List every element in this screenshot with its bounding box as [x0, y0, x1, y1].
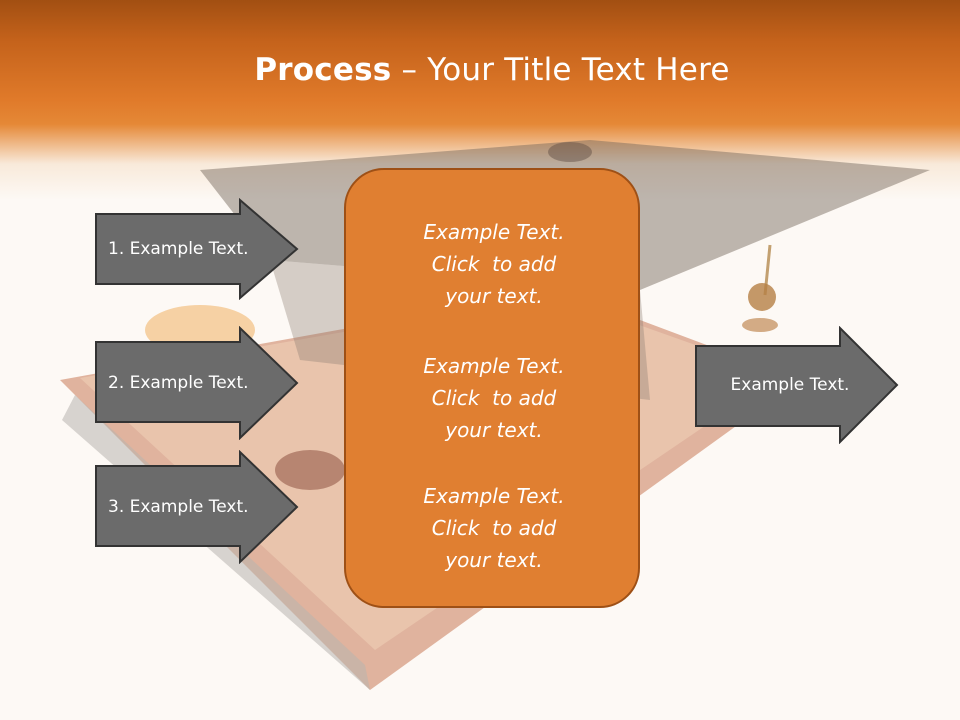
- center-text-box[interactable]: Example Text. Click to add your text. Ex…: [344, 168, 640, 608]
- arrow-1-shape: [95, 198, 299, 300]
- center-block-2-line-1: Example Text.: [423, 354, 565, 378]
- center-block-3-line-1: Example Text.: [423, 484, 565, 508]
- header-band: [0, 0, 960, 200]
- arrow-label-3: 3. Example Text.: [108, 497, 249, 517]
- arrow-label-2: 2. Example Text.: [108, 373, 249, 393]
- center-block-3: Example Text. Click to add your text.: [346, 480, 642, 576]
- arrow-label-right: Example Text.: [730, 375, 850, 395]
- center-block-1-line-1: Example Text.: [423, 220, 565, 244]
- arrow-2-shape: [95, 326, 299, 440]
- cap-button: [548, 142, 592, 162]
- center-block-1-line-2: Click to add: [431, 252, 557, 276]
- title-bold: Process: [254, 52, 392, 88]
- tassel-end: [742, 318, 778, 332]
- arrow-shape-3[interactable]: 3. Example Text.: [94, 450, 300, 564]
- center-block-2-line-2: Click to add: [431, 386, 557, 410]
- arrow-shape-1[interactable]: 1. Example Text.: [94, 198, 300, 300]
- center-block-1: Example Text. Click to add your text.: [346, 216, 642, 312]
- tassel-knot: [748, 283, 776, 311]
- title-rest: – Your Title Text Here: [391, 52, 730, 88]
- seal: [275, 450, 345, 490]
- center-block-1-line-3: your text.: [445, 284, 543, 308]
- arrow-right-shape: [695, 326, 899, 444]
- center-block-3-line-3: your text.: [445, 548, 543, 572]
- arrow-shape-2[interactable]: 2. Example Text.: [94, 326, 300, 440]
- slide-title[interactable]: Process – Your Title Text Here: [0, 52, 960, 88]
- arrow-shape-right[interactable]: Example Text.: [694, 326, 900, 444]
- arrow-label-1: 1. Example Text.: [108, 239, 249, 259]
- center-block-2: Example Text. Click to add your text.: [346, 350, 642, 446]
- arrow-3-shape: [95, 450, 299, 564]
- center-block-2-line-3: your text.: [445, 418, 543, 442]
- center-block-3-line-2: Click to add: [431, 516, 557, 540]
